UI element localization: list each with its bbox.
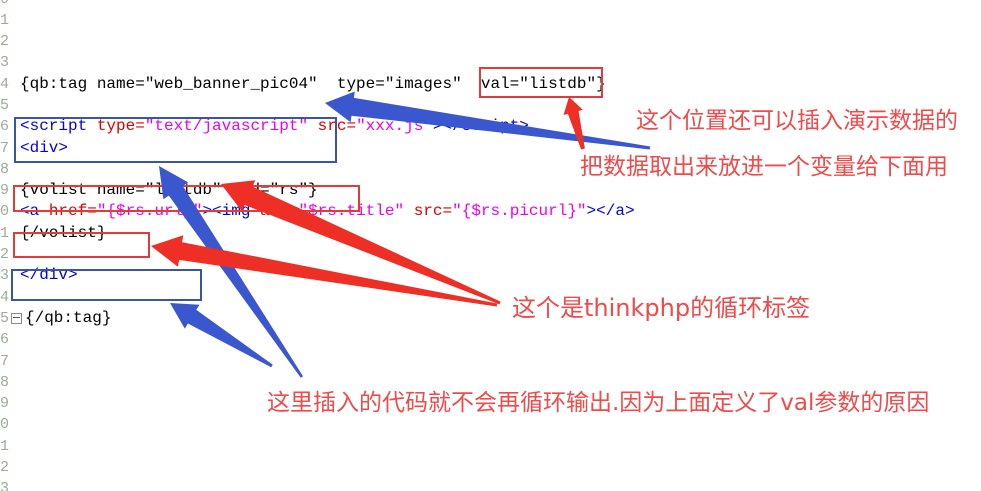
line-number: 0 [0,416,9,434]
box-div-close [11,269,202,301]
code-token: <div> [20,138,69,157]
code-line[interactable]: 7 <div> [0,138,981,159]
box-script-div [14,117,337,163]
note-store-variable: 把数据取出来放进一个变量给下面用 [580,154,948,180]
box-volist-open [13,185,360,212]
line-number: 8 [0,373,9,391]
code-token: {/qb:tag} [25,308,112,327]
line-number: 5 [0,309,9,327]
code-line[interactable]: 2 [0,457,981,478]
note-thinkphp-loop-tag: 这个是thinkphp的循环标签 [512,294,811,322]
code-token: ></a> [586,202,635,221]
code-token: <script [20,117,97,136]
code-line[interactable]: 0 [0,414,981,435]
line-number: 3 [0,267,9,285]
code-token: src= [404,202,453,221]
code-line[interactable]: 6 [0,329,981,350]
code-line[interactable]: 5 {/qb:tag} [0,308,981,329]
line-number: 3 [0,480,9,491]
line-number: 7 [0,139,9,157]
code-token: type= [96,117,145,136]
box-volist-close [13,232,150,258]
note-insert-demo-data: 这个位置还可以插入演示数据的 [636,108,958,134]
line-number: 1 [0,437,9,455]
code-line[interactable]: 1 [0,10,981,31]
code-token: ></script> [432,117,529,136]
code-token: "xxx.js" [356,117,433,136]
code-line[interactable]: 4 {qb:tag name="web_banner_pic04" type="i… [0,74,981,95]
code-fold-collapse-icon[interactable] [11,313,22,325]
box-val-listdb [479,67,603,98]
code-token: "text/javascript" [144,117,309,136]
line-number: 5 [0,96,9,114]
code-line[interactable]: 4 [0,287,981,308]
code-line[interactable]: 3 [0,52,981,73]
code-line[interactable]: 8 [0,372,981,393]
code-line[interactable]: 2 [0,244,981,265]
code-line[interactable]: 3 [0,478,981,491]
line-number: 6 [0,331,9,349]
line-number: 7 [0,352,9,370]
code-line[interactable]: 9 [0,393,981,414]
line-number: 1 [0,224,9,242]
code-token: "{$rs.picurl}" [452,202,587,221]
code-line[interactable]: 8 [0,159,981,180]
line-number: 4 [0,288,9,306]
line-number: 6 [0,118,9,136]
code-text: {/qb:tag} [25,308,111,329]
code-line[interactable]: 7 [0,351,981,372]
code-text: <div> [20,138,68,159]
code-line[interactable]: 0 [0,0,981,10]
code-token: {qb:tag name="web_banner_pic04" type="im… [20,74,606,93]
line-number: 8 [0,160,9,178]
line-number: 9 [0,182,9,200]
code-line[interactable]: 2 [0,31,981,52]
code-line[interactable]: 5 [0,95,981,116]
note-no-repeat-output: 这里插入的代码就不会再循环输出.因为上面定义了val参数的原因 [267,390,930,416]
code-text: {qb:tag name="web_banner_pic04" type="im… [20,74,606,95]
line-number: 0 [0,203,9,221]
line-number: 1 [0,11,9,29]
line-number: 2 [0,459,9,477]
line-number: 2 [0,33,9,51]
code-line[interactable]: 1 [0,436,981,457]
line-number: 4 [0,75,9,93]
line-number: 2 [0,246,9,264]
line-number: 9 [0,395,9,413]
line-number: 3 [0,54,9,72]
line-number: 0 [0,0,9,10]
